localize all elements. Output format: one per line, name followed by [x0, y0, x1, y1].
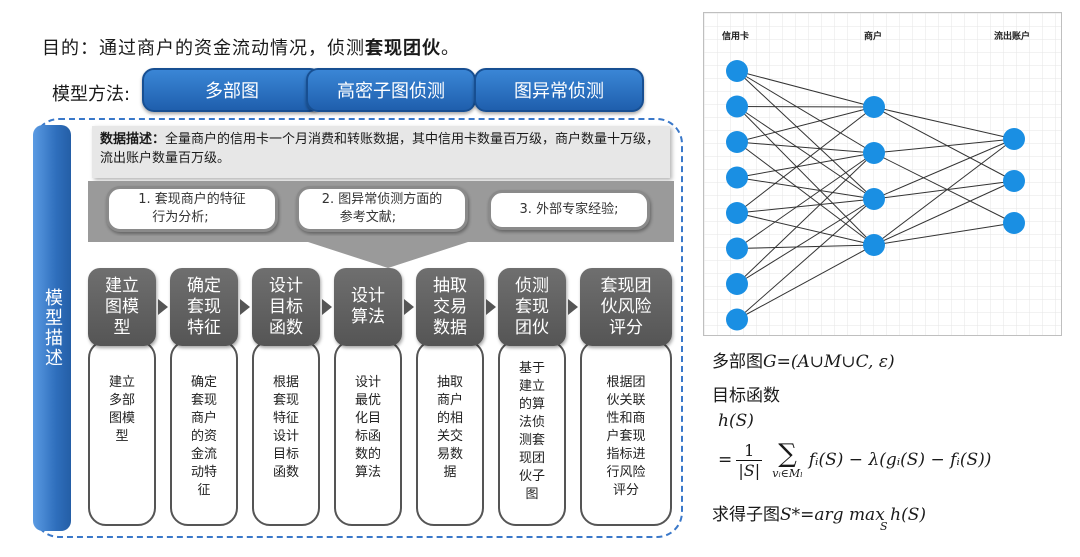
- edge-card-merchant-17: [736, 198, 875, 285]
- arrow-1: [158, 299, 168, 315]
- merchant-node-1: [863, 96, 885, 118]
- edge-card-merchant-9: [736, 152, 875, 178]
- edge-card-merchant-3: [736, 106, 875, 108]
- step-6-desc: 基于建立的算法侦测套现团伙子图: [498, 340, 566, 526]
- graph-header-outflow-account: 流出账户: [994, 30, 1030, 42]
- step-7-title: 套现团伙风险评分: [580, 268, 672, 346]
- edge-card-merchant-15: [736, 244, 875, 249]
- edge-merchant-account-4: [873, 138, 1015, 200]
- formula-h-of-s: h(S): [718, 411, 754, 431]
- step-3-desc: 根据套现特征设计目标函数: [252, 340, 320, 526]
- edge-card-merchant-7: [736, 141, 875, 154]
- step-5-desc: 抽取商户的相关交易数据: [416, 340, 484, 526]
- credit-card-node-7: [726, 273, 748, 295]
- arrow-5: [486, 299, 496, 315]
- outflow-account-node-1: [1003, 128, 1025, 150]
- model-description-side-label: 模型描述: [33, 125, 71, 531]
- edge-merchant-account-5: [873, 180, 1015, 200]
- graph-header-merchant: 商户: [864, 30, 882, 42]
- step-4-desc: 设计最优化目标函数的算法: [334, 340, 402, 526]
- step-1-title: 建立图模型: [88, 268, 156, 346]
- data-description: 数据描述：全量商户的信用卡一个月消费和转账数据，其中信用卡数量百万级，商户数量十…: [92, 126, 670, 178]
- merchant-node-4: [863, 234, 885, 256]
- formula-objective-label: 目标函数: [712, 386, 780, 406]
- edge-merchant-account-6: [873, 180, 1015, 246]
- graph-edges: [736, 70, 1015, 320]
- edge-merchant-account-7: [873, 222, 1015, 246]
- step-2-title: 确定套现特征: [170, 268, 238, 346]
- credit-card-node-1: [726, 60, 748, 82]
- method-label: 模型方法:: [52, 84, 131, 105]
- step-1-desc: 建立多部图模型: [88, 340, 156, 526]
- credit-card-node-5: [726, 202, 748, 224]
- arrow-3: [322, 299, 332, 315]
- edge-card-merchant-5: [736, 106, 875, 246]
- merchant-node-2: [863, 142, 885, 164]
- arrow-2: [240, 299, 250, 315]
- edge-card-merchant-1: [736, 70, 875, 154]
- edge-card-merchant-10: [736, 177, 875, 200]
- arrow-4: [404, 299, 414, 315]
- formula-objective: = 1 |S| ∑ vᵢ∈Mₗ fᵢ(S) − λ(gᵢ(S) − fᵢ(S)): [718, 438, 992, 480]
- edge-card-merchant-8: [736, 141, 875, 246]
- edge-card-merchant-12: [736, 198, 875, 214]
- outflow-account-node-3: [1003, 212, 1025, 234]
- reference-3: 3. 外部专家经验;: [488, 190, 650, 230]
- edge-card-merchant-14: [736, 152, 875, 249]
- edge-card-merchant-0: [736, 70, 875, 108]
- graph-nodes: [726, 60, 1025, 331]
- credit-card-node-2: [726, 95, 748, 118]
- step-7-desc: 根据团伙关联性和商户套现指标进行风险评分: [580, 340, 672, 526]
- edge-card-merchant-4: [736, 106, 875, 200]
- edge-card-merchant-19: [736, 244, 875, 320]
- outflow-account-node-2: [1003, 170, 1025, 192]
- method-pill-multipartite: 多部图: [142, 68, 322, 112]
- edge-card-merchant-16: [736, 152, 875, 285]
- goal-statement: 目的：通过商户的资金流动情况，侦测套现团伙。: [42, 38, 460, 59]
- edge-card-merchant-2: [736, 70, 875, 200]
- step-2-desc: 确定套现商户的资金流动特征: [170, 340, 238, 526]
- edge-merchant-account-8: [873, 138, 1015, 246]
- reference-2: 2. 图异常侦测方面的参考文献;: [296, 186, 468, 232]
- credit-card-node-6: [726, 237, 748, 260]
- reference-1: 1. 套现商户的特征行为分析;: [106, 186, 278, 232]
- credit-card-node-4: [726, 166, 748, 189]
- edge-merchant-account-3: [873, 152, 1015, 224]
- step-6-title: 侦测套现团伙: [498, 268, 566, 346]
- method-pill-dense-subgraph: 高密子图侦测: [306, 68, 476, 112]
- edge-card-merchant-6: [736, 106, 875, 143]
- step-4-title: 设计算法: [334, 268, 402, 346]
- formula-result: 求得子图S*=arg max h(S) S: [712, 505, 927, 533]
- arrow-6: [568, 299, 578, 315]
- edge-merchant-account-2: [873, 138, 1015, 154]
- edge-card-merchant-11: [736, 106, 875, 214]
- formula-multipartite: 多部图G=(A∪M∪C, ε): [712, 352, 895, 372]
- step-3-title: 设计目标函数: [252, 268, 320, 346]
- references-connector: [88, 236, 674, 268]
- step-5-title: 抽取交易数据: [416, 268, 484, 346]
- merchant-node-3: [863, 188, 885, 210]
- credit-card-node-3: [726, 131, 748, 153]
- edge-card-merchant-18: [736, 198, 875, 320]
- edge-card-merchant-13: [736, 212, 875, 246]
- method-pill-anomaly: 图异常侦测: [474, 68, 644, 112]
- multipartite-graph: 信用卡 商户 流出账户: [703, 12, 1062, 336]
- credit-card-node-8: [726, 308, 748, 331]
- edge-merchant-account-1: [873, 106, 1015, 182]
- edge-merchant-account-0: [873, 106, 1015, 140]
- graph-header-credit-card: 信用卡: [722, 30, 749, 42]
